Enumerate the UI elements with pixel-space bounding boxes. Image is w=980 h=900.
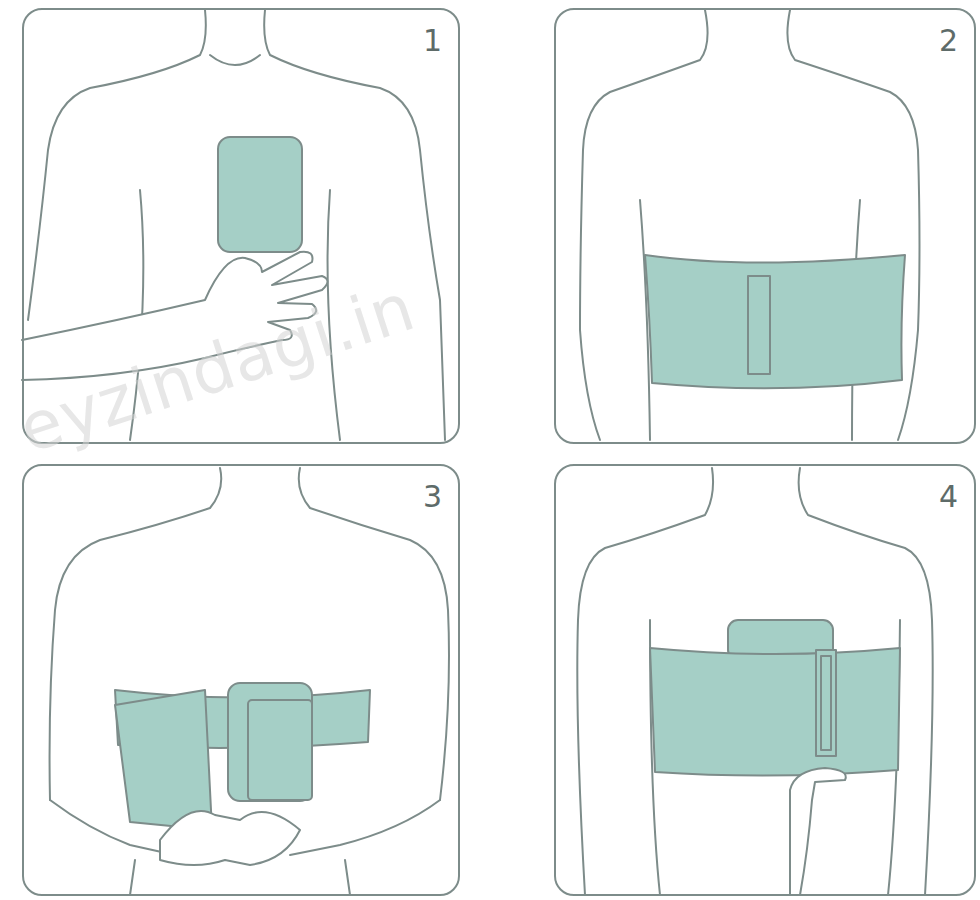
figure-fastened [577,468,932,895]
step-number: 1 [423,26,442,56]
step-number: 2 [939,26,958,56]
figure-back [580,10,920,440]
step-number: 3 [423,482,442,512]
step-panel: 4 [554,464,976,896]
step-panel: 2 [554,8,976,444]
figure-wrapping [50,468,449,895]
step-panel: 3 [22,464,460,896]
step-number: 4 [939,482,958,512]
